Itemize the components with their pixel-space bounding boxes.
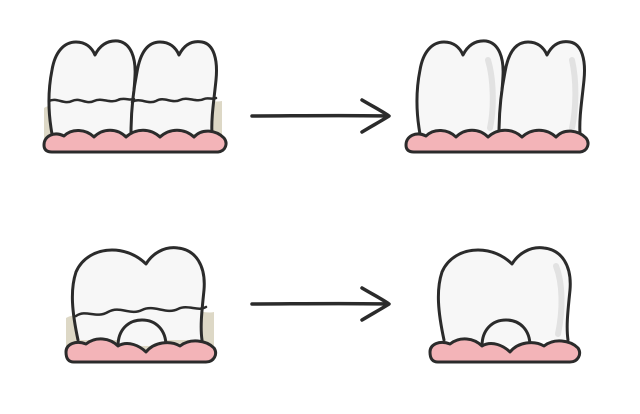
- two-teeth-with-tartar-icon: [42, 39, 228, 154]
- two-teeth-clean-icon: [404, 39, 590, 154]
- molar-clean-icon: [428, 246, 582, 364]
- arrow-right-icon: [250, 286, 391, 322]
- arrow-right-icon: [250, 98, 391, 134]
- molar-with-tartar-icon: [64, 246, 218, 364]
